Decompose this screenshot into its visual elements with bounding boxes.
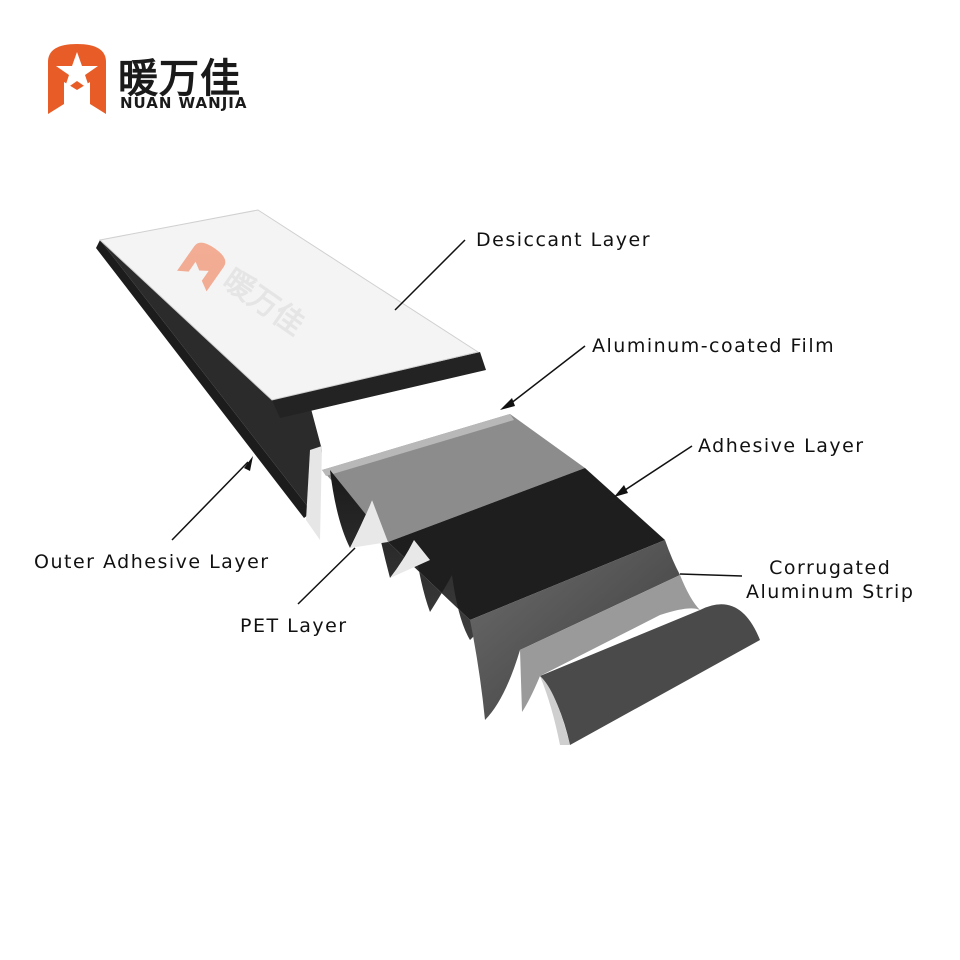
label-corrugated-aluminum-strip: Corrugated Aluminum Strip	[746, 556, 914, 604]
aluminum-coated-film	[322, 414, 585, 542]
label-desiccant-layer: Desiccant Layer	[476, 229, 652, 251]
label-pet-layer: PET Layer	[240, 615, 348, 637]
corrugated-aluminum-strip	[470, 540, 760, 745]
label-aluminum-coated-film: Aluminum-coated Film	[592, 335, 836, 357]
adhesive-layer	[388, 468, 665, 620]
pet-layer	[306, 446, 322, 540]
leader-aluminum-film	[500, 345, 586, 410]
leader-adhesive	[614, 445, 693, 497]
brand-name-cn: 暖万佳	[118, 56, 241, 102]
leader-corrugated	[679, 573, 743, 577]
desiccant-layer: 暖万佳	[98, 209, 480, 401]
brand-logo: 暖万佳 NUAN WANJIA	[40, 40, 270, 120]
label-corrugated-line2: Aluminum Strip	[746, 581, 915, 603]
leader-outer-adhesive	[171, 456, 253, 541]
star-logo-icon	[48, 44, 106, 114]
label-adhesive-layer: Adhesive Layer	[698, 435, 865, 457]
leader-desiccant	[394, 239, 466, 311]
label-outer-adhesive-layer: Outer Adhesive Layer	[34, 551, 270, 573]
corrugated-folds	[330, 470, 480, 640]
label-corrugated-line1: Corrugated	[769, 557, 892, 579]
brand-name-en: NUAN WANJIA	[120, 94, 248, 112]
leader-pet	[297, 547, 356, 605]
